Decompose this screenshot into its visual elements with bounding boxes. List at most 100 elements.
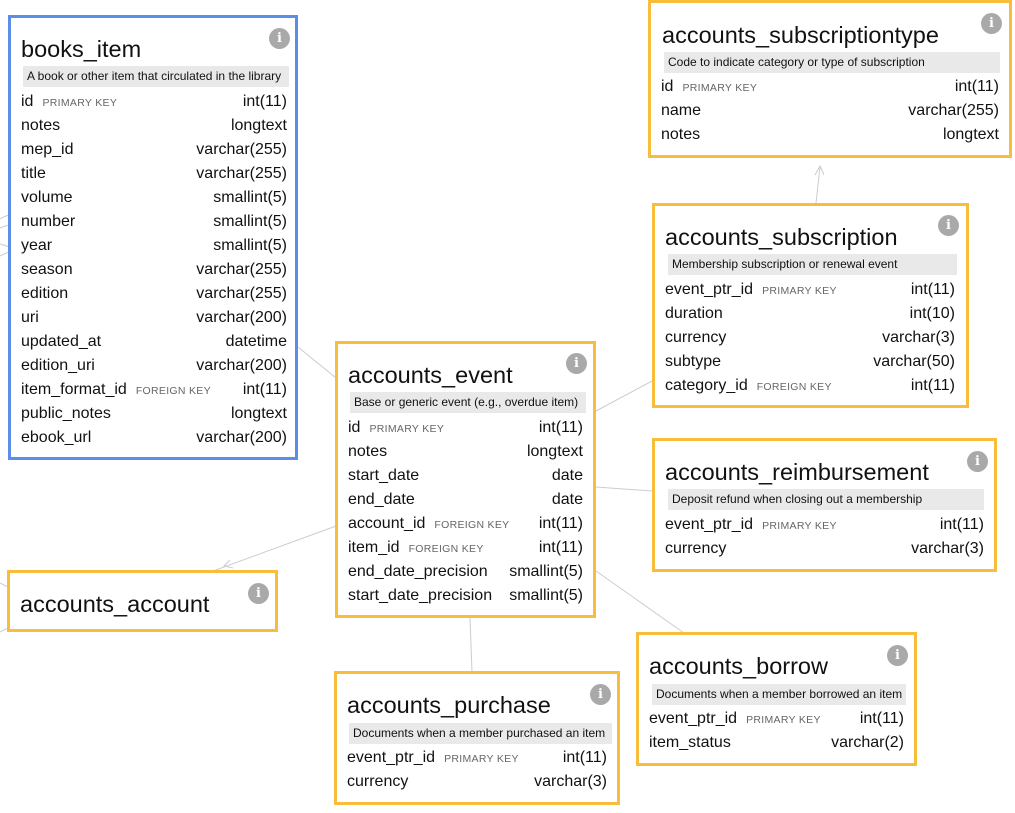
table-accounts-event[interactable]: accounts_event i Base or generic event (…	[335, 341, 596, 618]
column-type: int(11)	[562, 749, 607, 766]
column-type: varchar(3)	[911, 540, 984, 557]
column-type: int(11)	[242, 93, 287, 110]
column-name: subtype	[665, 353, 722, 370]
column-row[interactable]: start_date_precision smallint(5)	[348, 584, 583, 608]
column-key-badge: FOREIGN KEY	[135, 385, 211, 397]
column-row[interactable]: title varchar(255)	[21, 162, 287, 186]
column-type: datetime	[225, 333, 287, 350]
table-title: accounts_purchase	[347, 692, 551, 718]
column-type: varchar(255)	[196, 141, 287, 158]
table-accounts-reimbursement[interactable]: accounts_reimbursement i Deposit refund …	[652, 438, 997, 572]
column-type: int(11)	[954, 78, 999, 95]
column-type: varchar(200)	[196, 429, 287, 446]
column-name: number	[21, 213, 76, 230]
column-key-badge: FOREIGN KEY	[408, 543, 484, 555]
column-name: season	[21, 261, 73, 278]
column-type: int(11)	[538, 539, 583, 556]
table-description: Membership subscription or renewal event	[668, 254, 957, 275]
column-name: edition_uri	[21, 357, 95, 374]
info-icon[interactable]: i	[248, 583, 269, 604]
column-type: smallint(5)	[213, 189, 287, 206]
info-icon[interactable]: i	[566, 353, 587, 374]
info-icon[interactable]: i	[967, 451, 988, 472]
info-icon[interactable]: i	[938, 215, 959, 236]
info-icon[interactable]: i	[269, 28, 290, 49]
table-title: accounts_event	[348, 362, 513, 388]
column-type: longtext	[526, 443, 583, 460]
table-accounts-borrow[interactable]: accounts_borrow i Documents when a membe…	[636, 632, 917, 766]
column-key-badge: FOREIGN KEY	[756, 381, 832, 393]
column-type: date	[551, 467, 583, 484]
column-type: varchar(3)	[882, 329, 955, 346]
column-name: duration	[665, 305, 723, 322]
column-type: varchar(200)	[196, 309, 287, 326]
table-accounts-account[interactable]: accounts_account i	[7, 570, 278, 632]
column-name: title	[21, 165, 46, 182]
table-description: Base or generic event (e.g., overdue ite…	[350, 392, 586, 413]
info-icon[interactable]: i	[981, 13, 1002, 34]
table-accounts-subscription[interactable]: accounts_subscription i Membership subsc…	[652, 203, 969, 408]
info-icon[interactable]: i	[590, 684, 611, 705]
column-key-badge: PRIMARY KEY	[746, 714, 821, 726]
column-name: name	[661, 102, 702, 119]
link-event-reimbursement	[595, 486, 653, 492]
table-accounts-subscriptiontype[interactable]: accounts_subscriptiontype i Code to indi…	[648, 0, 1012, 158]
table-title: books_item	[21, 36, 142, 62]
column-name: end_date_precision	[348, 563, 488, 580]
column-row[interactable]: volume smallint(5)	[21, 186, 287, 210]
table-description: Documents when a member borrowed an item	[652, 684, 906, 705]
column-name: start_date_precision	[348, 587, 493, 604]
column-name: volume	[21, 189, 73, 206]
link-subscription-subscriptiontype	[815, 166, 821, 204]
info-icon[interactable]: i	[887, 645, 908, 666]
column-type: smallint(5)	[213, 237, 287, 254]
column-type: varchar(50)	[873, 353, 955, 370]
column-name: notes	[661, 126, 701, 143]
column-type: smallint(5)	[509, 587, 583, 604]
column-type: date	[551, 491, 583, 508]
table-books-item[interactable]: books_item i A book or other item that c…	[8, 15, 298, 460]
column-row[interactable]: subtype varchar(50)	[665, 350, 955, 374]
link-event-account	[212, 525, 337, 572]
column-type: varchar(255)	[196, 165, 287, 182]
column-name: item_status	[649, 734, 731, 751]
table-accounts-purchase[interactable]: accounts_purchase i Documents when a mem…	[334, 671, 620, 805]
